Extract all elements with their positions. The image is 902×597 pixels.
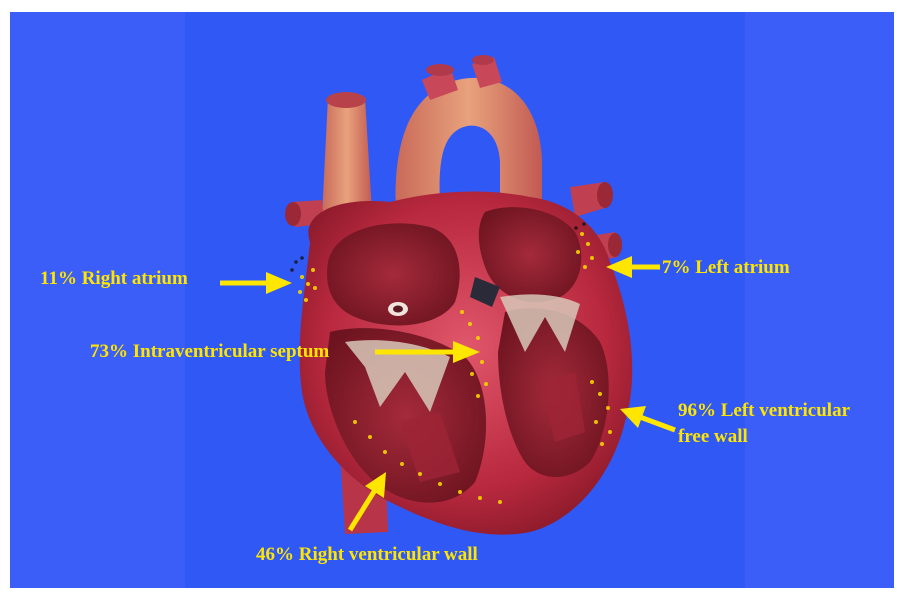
label-right-atrium: 11% Right atrium: [40, 266, 188, 292]
label-lv-free-wall-line2: free wall: [678, 424, 748, 450]
label-left-atrium: 7% Left atrium: [662, 255, 790, 281]
heart-illustration: [10, 12, 894, 588]
slide-background: 11% Right atrium 7% Left atrium 73% Intr…: [10, 12, 894, 588]
label-lv-free-wall-line1: 96% Left ventricular: [678, 398, 850, 424]
svc-opening: [326, 92, 366, 108]
label-septum: 73% Intraventricular septum: [90, 339, 329, 365]
superior-vena-cava: [322, 97, 372, 217]
label-rv-wall: 46% Right ventricular wall: [256, 542, 478, 568]
